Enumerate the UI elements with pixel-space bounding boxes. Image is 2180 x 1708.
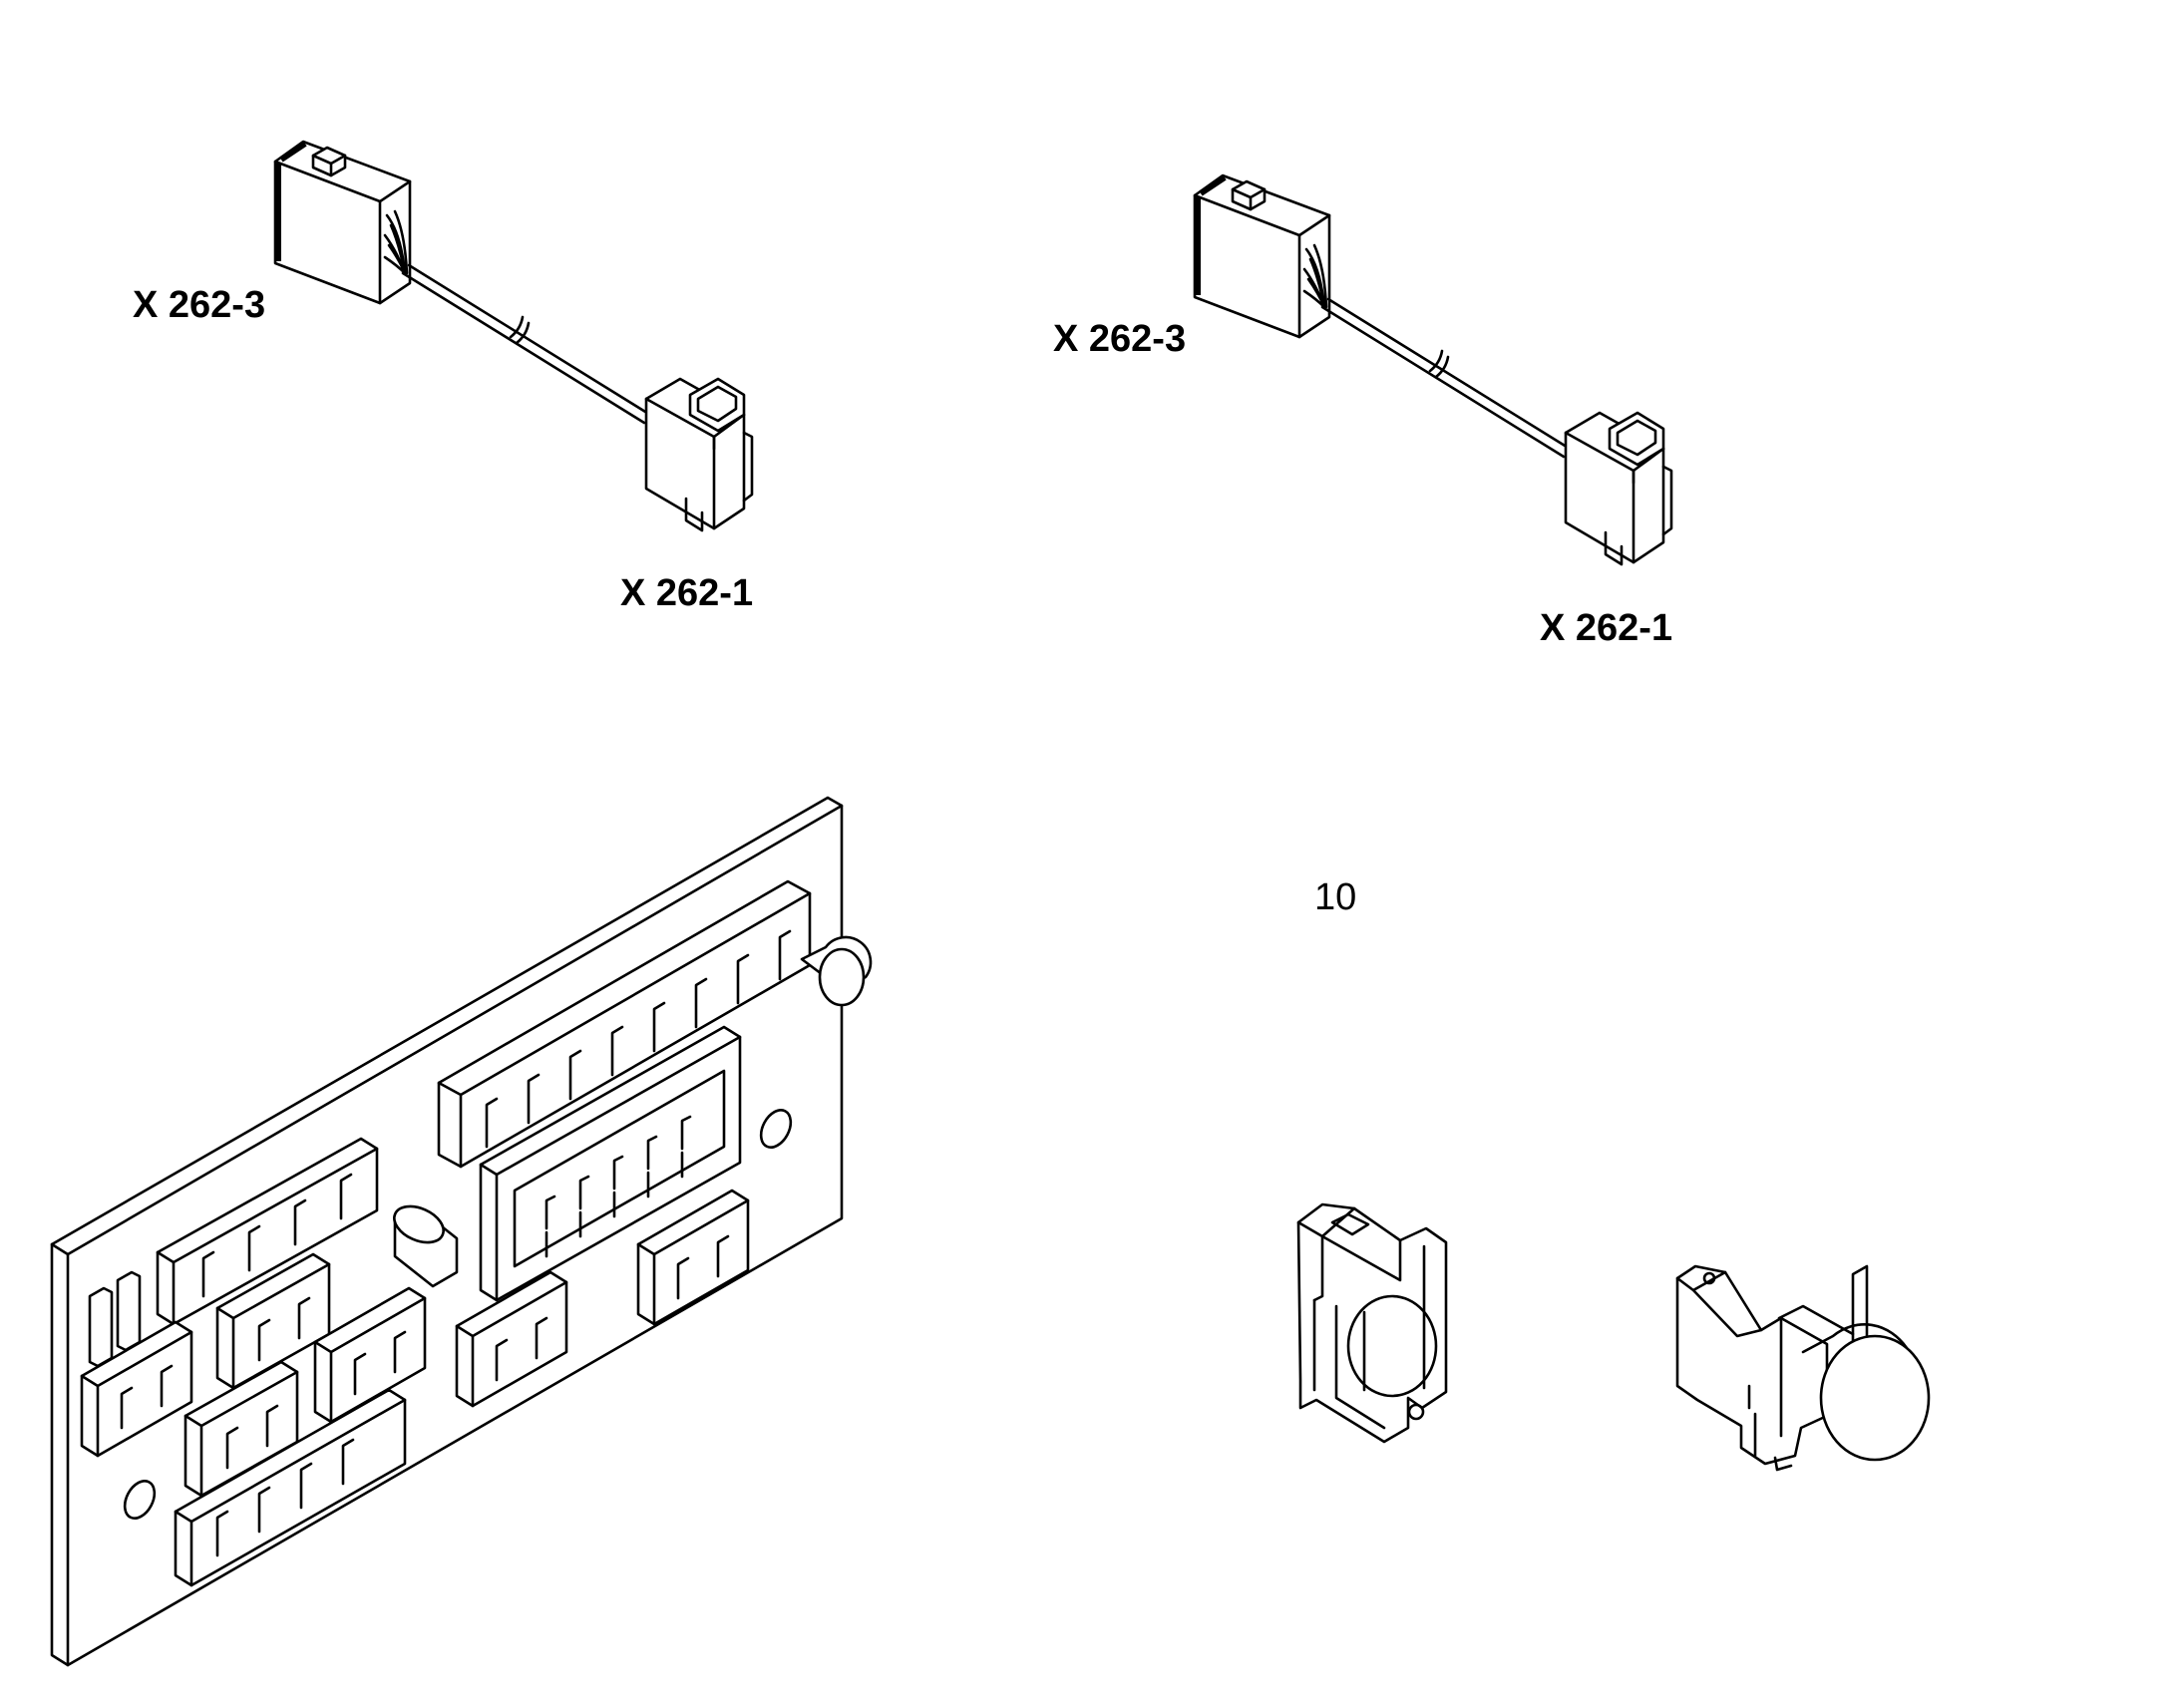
jumper-pins: [88, 1270, 142, 1368]
switch-contact-block: [1296, 1202, 1448, 1444]
item-number-label: 10: [1314, 876, 1356, 918]
cable-harness-right: [1195, 175, 1671, 564]
connector-block: [174, 1388, 407, 1587]
mounting-hole: [759, 1109, 793, 1149]
connector-block: [80, 1320, 193, 1458]
board-standoff-right: [800, 935, 873, 1007]
cable-harness-left: [275, 142, 752, 530]
connector-block: [215, 1252, 331, 1390]
board-capacitor: [393, 1204, 459, 1288]
mounting-hole: [123, 1480, 157, 1520]
label-x262-3-left: X 262-3: [133, 284, 265, 326]
connector-block: [636, 1189, 750, 1326]
connector-block: [183, 1360, 299, 1498]
circuit-board: [50, 796, 873, 1667]
socket-block: [479, 1025, 742, 1302]
label-x262-3-right: X 262-3: [1053, 318, 1186, 360]
label-x262-1-right: X 262-1: [1540, 607, 1672, 649]
connector-block: [313, 1286, 427, 1424]
connector-block: [455, 1270, 568, 1408]
push-button-actuator: [1675, 1264, 1931, 1472]
connector-block: [156, 1137, 379, 1326]
connector-strip-top: [437, 879, 812, 1169]
label-x262-1-left: X 262-1: [620, 572, 753, 614]
